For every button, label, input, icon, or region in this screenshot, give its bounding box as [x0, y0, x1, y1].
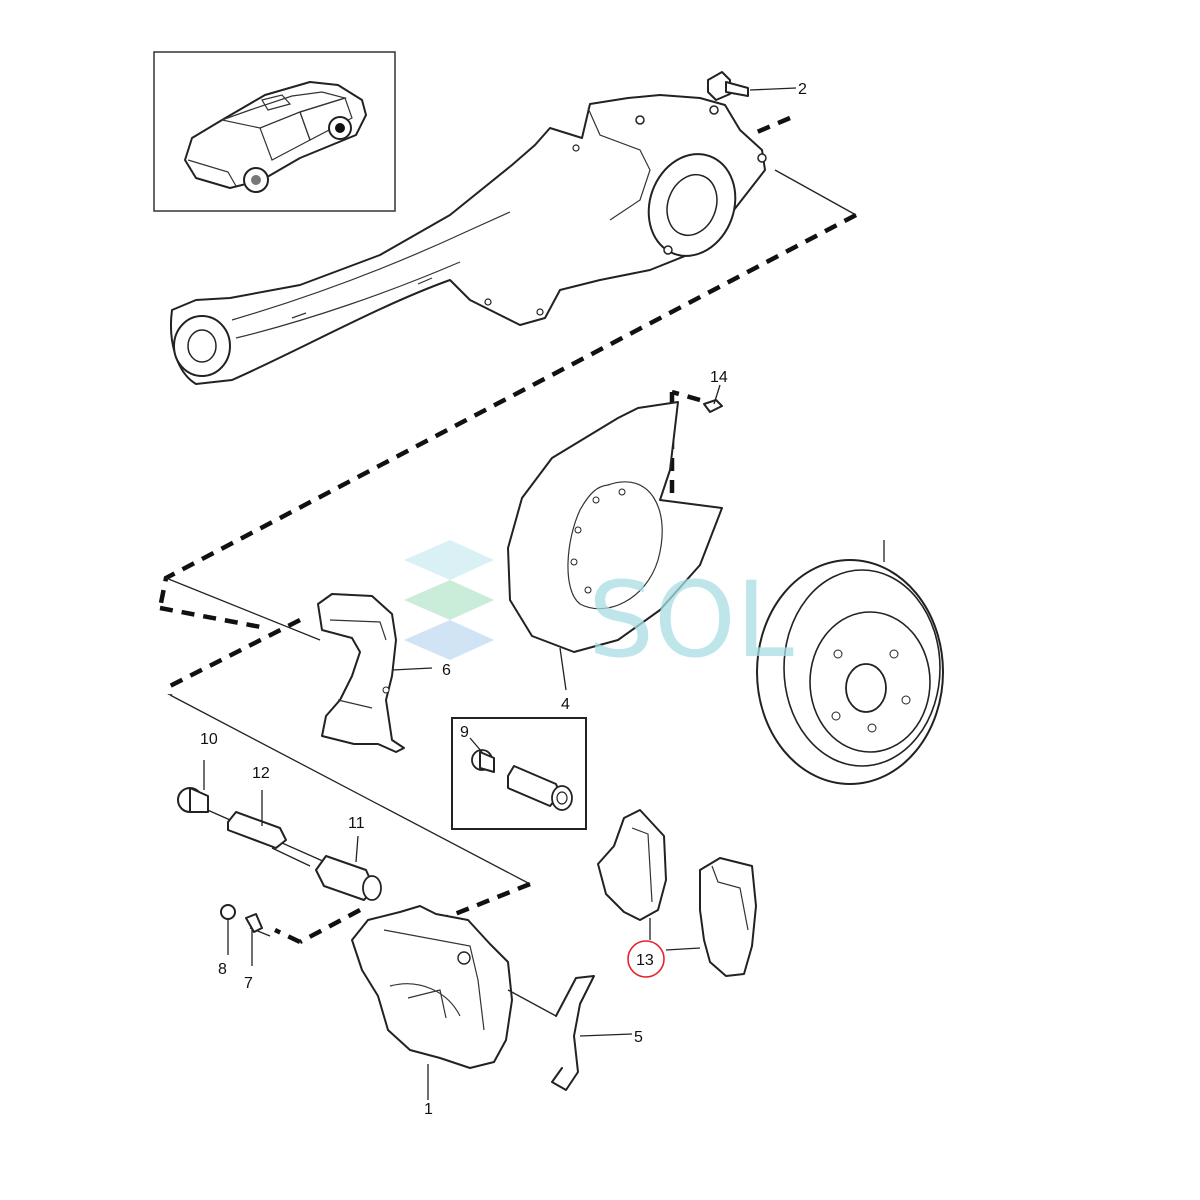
callout-14: 14: [710, 369, 728, 386]
callout-4: 4: [561, 696, 570, 713]
guide-pin-kit-9: [451, 717, 587, 830]
callout-11: 11: [348, 815, 365, 832]
brake-caliper-1: [351, 905, 513, 1100]
callout-labels: 2 14 6 4 9 10 12 11 8 7 13 5 1: [200, 81, 807, 1118]
callout-6: 6: [442, 662, 451, 679]
bushing-10: [177, 760, 209, 813]
callout-2: 2: [798, 81, 807, 98]
brake-disc: [756, 540, 944, 785]
callout-10: 10: [200, 731, 218, 748]
watermark-text: SOL: [588, 559, 794, 681]
dust-shield-4: [507, 401, 723, 691]
bleeder-screw-7: [245, 913, 263, 966]
car-icon: [184, 81, 367, 193]
callout-7: 7: [244, 975, 253, 992]
callout-9: 9: [460, 724, 469, 741]
brake-pad-set-13: [597, 809, 757, 978]
rear-knuckle-trailing-arm: [170, 94, 767, 385]
guide-pin-12: [227, 790, 287, 849]
callout-13: 13: [636, 952, 654, 969]
dust-cap-8: [220, 904, 236, 955]
callout-8: 8: [218, 961, 227, 978]
retaining-spring-5: [507, 975, 633, 1091]
guide-sleeve-icon: [507, 765, 573, 811]
callout-1: 1: [424, 1101, 433, 1118]
bushing-icon: [469, 737, 495, 773]
callout-5: 5: [634, 1029, 643, 1046]
bolt-14: [703, 384, 723, 413]
highlight-circle: [627, 940, 665, 978]
bolt-2: [707, 71, 797, 101]
watermark: SOL: [404, 540, 794, 681]
caliper-bracket-6: [317, 593, 433, 753]
guide-sleeve-11: [315, 835, 382, 901]
vehicle-thumbnail: [153, 51, 396, 212]
callout-12: 12: [252, 765, 270, 782]
